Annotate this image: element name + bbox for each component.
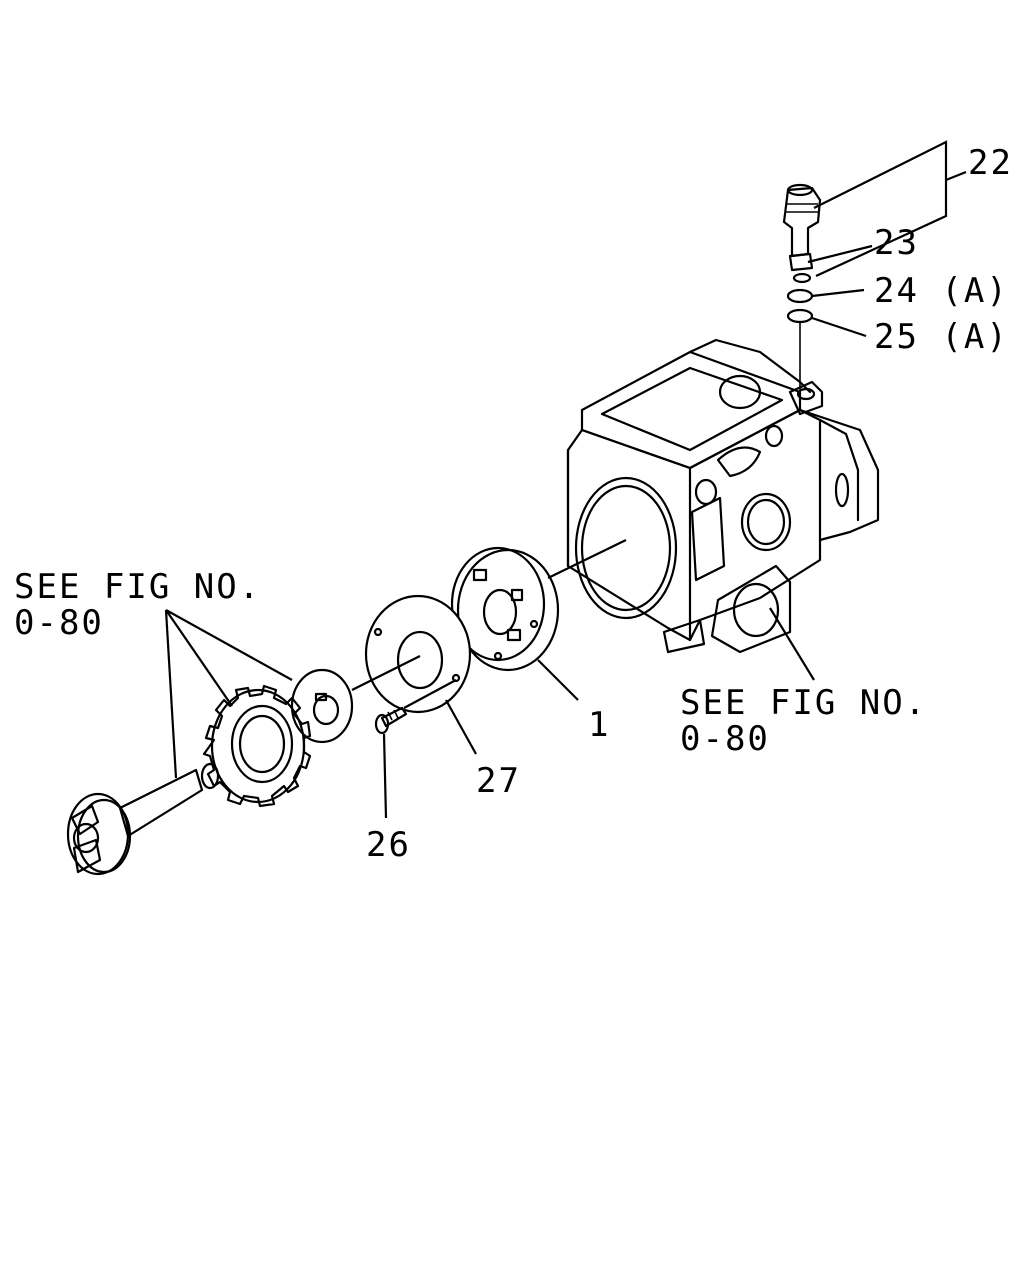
- o-ring-24: [786, 288, 814, 304]
- right-reference-line1: SEE FIG NO.: [680, 683, 927, 723]
- drive-gear: [202, 684, 312, 808]
- left-reference-line1: SEE FIG NO.: [14, 567, 261, 607]
- screw-26: [374, 706, 408, 735]
- left-reference-line2: 0-80: [14, 603, 104, 643]
- valve-assembly-22: [782, 183, 822, 272]
- callout-27: 27: [476, 761, 521, 801]
- callout-24: 24 (A): [874, 271, 1009, 311]
- right-reference-line2: 0-80: [680, 719, 770, 759]
- leader-lines: [164, 140, 967, 819]
- cover-plate-1: [450, 546, 560, 672]
- washer-23: [792, 272, 812, 284]
- o-ring-25: [786, 308, 814, 324]
- callout-25: 25 (A): [874, 317, 1009, 357]
- callout-22: 22: [968, 143, 1013, 183]
- gasket-27: [364, 594, 472, 714]
- callout-23: 23: [874, 223, 919, 263]
- drive-shaft: [66, 762, 220, 876]
- callout-1: 1: [588, 705, 610, 745]
- callout-26: 26: [366, 825, 411, 865]
- pump-housing: [566, 338, 880, 654]
- keyed-washer: [290, 668, 354, 744]
